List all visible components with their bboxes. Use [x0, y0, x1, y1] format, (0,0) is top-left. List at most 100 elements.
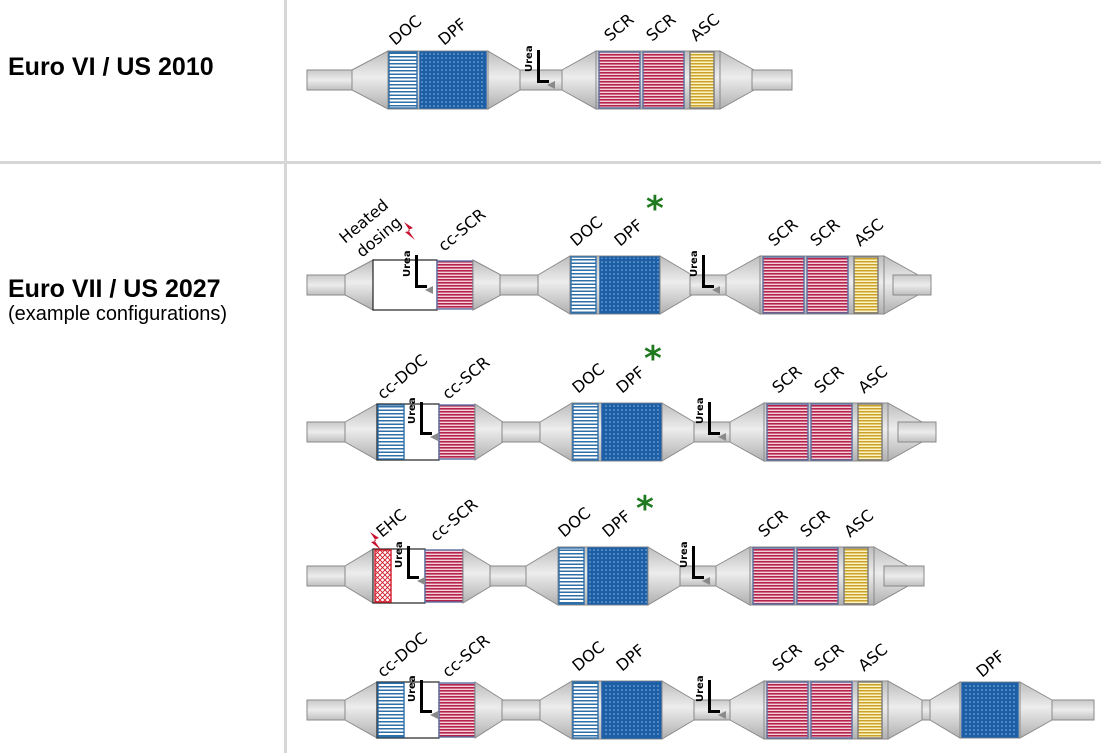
row4-ehc-brick	[374, 549, 392, 603]
row-divider	[0, 161, 1101, 164]
urea-injector-foot	[420, 710, 432, 713]
row5-scr-can-scr2-label: SCR	[810, 640, 847, 675]
row2-cc-inlet-cone	[344, 259, 374, 311]
row5-docdpf-can-doc-label: DOC	[568, 637, 608, 675]
urea-injector-line	[708, 402, 711, 434]
row5-ccscr-brick	[438, 682, 476, 738]
row3-pipe-2	[501, 421, 543, 443]
row2-docdpf-can-doc-label: DOC	[566, 212, 606, 250]
row1-dpf-label: DPF	[434, 14, 470, 49]
row5-dpf2-outlet-cone	[1019, 681, 1053, 739]
row5-docdpf-can-doc-brick	[572, 681, 599, 739]
urea-label: Urea	[407, 397, 418, 424]
row5-urea-injector-2: Urea	[695, 675, 726, 719]
standard-title-euro-vii: Euro VII / US 2027	[8, 275, 221, 303]
urea-injector-foot	[407, 576, 419, 579]
row2-docdpf-can-doc-brick	[570, 256, 597, 314]
row3-cc-outlet-cone	[474, 403, 504, 461]
urea-spray-icon	[712, 286, 720, 294]
row3-ccscr-brick	[438, 404, 476, 460]
standard-subtitle-euro-vii: (example configurations)	[8, 303, 227, 325]
urea-spray-icon	[430, 711, 438, 719]
row3-scr-can-asc-label: ASC	[854, 362, 891, 397]
row4-ccscr-brick	[424, 549, 464, 603]
row2-pipe-2	[499, 274, 541, 296]
urea-injector-foot	[702, 285, 714, 288]
row4-inlet-pipe	[306, 565, 348, 587]
row5-scr-can-outlet-cone	[887, 680, 923, 740]
urea-spray-icon	[718, 711, 726, 719]
urea-label: Urea	[394, 541, 405, 568]
row3-scr-can-scr2-brick	[810, 403, 853, 461]
row2-cc-outlet-cone	[472, 259, 502, 311]
row3-star: *	[644, 339, 662, 379]
urea-label: Urea	[407, 675, 418, 702]
urea-injector-line	[692, 546, 695, 578]
row4-urea-injector: Urea	[394, 541, 425, 585]
row2-docdpf-can-dpf-brick	[599, 256, 661, 314]
row3-docdpf-can-inlet-cone	[539, 402, 573, 462]
urea-injector-foot	[708, 710, 720, 713]
standard-label-euro-vi: Euro VI / US 2010	[8, 53, 214, 81]
row3-ccdoc-brick	[377, 404, 405, 460]
urea-label: Urea	[402, 250, 413, 277]
urea-spray-icon	[425, 286, 433, 294]
row1-scr-can-asc-label: ASC	[686, 10, 723, 45]
row4-scr-can-scr1-label: SCR	[754, 506, 791, 541]
urea-injector-line	[708, 680, 711, 712]
row4-star: *	[636, 489, 654, 529]
standard-label-euro-vii: Euro VII / US 2027 (example configuratio…	[8, 275, 227, 325]
row3-docdpf-can-outlet-cone	[661, 402, 695, 462]
row3-inlet-pipe	[306, 421, 348, 443]
urea-injector-line	[407, 546, 410, 578]
urea-spray-icon	[417, 577, 425, 585]
row5-pipe-2	[501, 699, 543, 721]
row4-scr-can-scr2-brick	[796, 547, 839, 605]
urea-label: Urea	[695, 397, 706, 424]
row2-scr-can-scr2-label: SCR	[806, 215, 843, 250]
urea-spray-icon	[547, 81, 555, 89]
row4-docdpf-can-inlet-cone	[525, 546, 559, 606]
row2-docdpf-can-inlet-cone	[537, 255, 571, 315]
row5-docdpf-can-outlet-cone	[661, 680, 695, 740]
standard-title-euro-vi: Euro VI / US 2010	[8, 53, 214, 81]
row3-ccscr-label: cc-SCR	[438, 353, 493, 403]
row4-docdpf-can-doc-label: DOC	[554, 503, 594, 541]
urea-injector-foot	[692, 576, 704, 579]
urea-injector-foot	[420, 432, 432, 435]
urea-spray-icon	[702, 577, 710, 585]
row5-ccdoc-label: cc-DOC	[373, 628, 431, 681]
urea-label: Urea	[524, 45, 535, 72]
row5-outlet-pipe	[1051, 699, 1095, 721]
row1-can1-outlet-cone	[487, 50, 521, 110]
row2-urea-injector-2: Urea	[689, 250, 720, 294]
row3-scr-can-scr1-brick	[766, 403, 809, 461]
row1-doc-brick	[388, 51, 418, 109]
row3-scr-can-scr1-label: SCR	[768, 362, 805, 397]
row4-docdpf-can-doc-brick	[558, 547, 585, 605]
row2-docdpf-can-dpf-label: DPF	[610, 215, 646, 250]
row5-urea-injector: Urea	[407, 675, 438, 719]
row5-scr-can-asc-label: ASC	[854, 640, 891, 675]
row1-scr-can-outlet-cone	[719, 50, 755, 110]
row4-ehc-lightning-icon	[370, 532, 381, 550]
row5-scr-can-scr1-label: SCR	[768, 640, 805, 675]
row2-scr-can-asc-brick	[853, 256, 879, 314]
row5-scr-can-scr2-brick	[810, 681, 853, 739]
row4-scr-can-scr2-label: SCR	[796, 506, 833, 541]
row4-scr-can-inlet-cone	[715, 546, 751, 606]
row5-inlet-pipe	[306, 699, 348, 721]
row5-scr-can-scr1-brick	[766, 681, 809, 739]
urea-injector-foot	[708, 432, 720, 435]
row1-doc-label: DOC	[385, 11, 425, 49]
row3-docdpf-can-doc-brick	[572, 403, 599, 461]
row5-cc-outlet-cone	[474, 681, 504, 739]
urea-injector-foot	[537, 80, 549, 83]
row4-outlet-pipe	[883, 565, 925, 587]
row2-scr-can-scr1-brick	[762, 256, 805, 314]
row4-scr-can-asc-brick	[843, 547, 869, 605]
row4-ehc-label: EHC	[372, 505, 410, 541]
row3-ccdoc-label: cc-DOC	[373, 350, 431, 403]
row3-urea-injector-2: Urea	[695, 397, 726, 441]
